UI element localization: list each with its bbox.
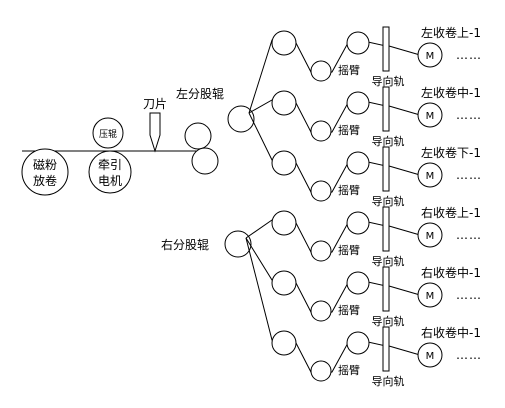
knife-label: 刀片 xyxy=(143,97,167,111)
winder-label-left-middle: 左收卷中-1 xyxy=(421,85,481,100)
right-split-roller-label: 右分股辊 xyxy=(161,237,209,252)
motor-symbol-right-middle: M xyxy=(426,291,435,302)
right-split-entry-roller xyxy=(191,147,219,175)
motor-reel-right-middle xyxy=(417,282,443,308)
guide-rail-left-lower xyxy=(382,146,390,192)
motor-symbol-left-lower: M xyxy=(426,171,435,182)
dancer-roller-right-upper xyxy=(310,240,332,262)
idle-roller-2-right-upper xyxy=(346,211,370,235)
magnetic-unwind-label-2: 放卷 xyxy=(33,173,57,188)
dancer-roller-right-middle xyxy=(310,300,332,322)
swing-arm-label-left-upper: 摇臂 xyxy=(338,63,360,77)
swing-arm-label-left-lower: 摇臂 xyxy=(338,183,360,197)
motor-reel-right-lower xyxy=(417,342,443,368)
guide-rail-label-left-upper: 导向轨 xyxy=(372,74,405,88)
dancer-roller-left-middle xyxy=(310,120,332,142)
idle-roller-2-left-upper xyxy=(346,31,370,55)
motor-symbol-left-middle: M xyxy=(426,111,435,122)
press-roller-label: 压辊 xyxy=(99,128,117,140)
branch-right-lower: 摇臂导向轨M右收卷中-1…… xyxy=(245,237,482,388)
guide-rail-right-upper xyxy=(382,206,390,252)
winder-label-right-middle: 右收卷中-1 xyxy=(421,265,481,280)
press-roller: 压辊 xyxy=(92,117,124,149)
swing-arm-label-right-upper: 摇臂 xyxy=(338,243,360,257)
swing-arm-label-left-middle: 摇臂 xyxy=(338,123,360,137)
left-split-roller-label: 左分股辊 xyxy=(176,86,224,101)
idle-roller-1-left-lower xyxy=(271,150,297,176)
motor-symbol-left-upper: M xyxy=(426,51,435,62)
guide-rail-right-lower xyxy=(382,326,390,372)
continuation-dots-right-lower: …… xyxy=(456,348,482,362)
idle-roller-1-right-upper xyxy=(271,210,297,236)
guide-rail-label-left-lower: 导向轨 xyxy=(372,194,405,208)
traction-motor-roll: 牵引 电机 xyxy=(88,150,132,194)
traction-motor-label-1: 牵引 xyxy=(98,158,122,172)
winder-label-right-upper: 右收卷上-1 xyxy=(421,205,481,220)
idle-roller-1-right-middle xyxy=(271,270,297,296)
feed-line-left-upper xyxy=(388,45,421,56)
idle-roller-1-left-middle xyxy=(271,90,297,116)
guide-rail-left-middle xyxy=(382,86,390,132)
idle-roller-1-left-upper xyxy=(271,30,297,56)
dancer-roller-left-lower xyxy=(310,180,332,202)
knife-blade: 刀片 xyxy=(143,97,167,153)
guide-rail-label-right-upper: 导向轨 xyxy=(372,254,405,268)
branch-left-lower: 摇臂导向轨M左收卷下-1…… xyxy=(248,112,482,208)
magnetic-unwind-roll: 磁粉 放卷 xyxy=(21,148,69,196)
winder-label-right-lower: 右收卷中-1 xyxy=(421,325,481,340)
dancer-roller-right-lower xyxy=(310,360,332,382)
feed-line-left-lower xyxy=(388,165,421,176)
dancer-roller-left-upper xyxy=(310,60,332,82)
motor-reel-left-lower xyxy=(417,162,443,188)
magnetic-unwind-label-1: 磁粉 xyxy=(33,157,57,172)
guide-rail-label-right-middle: 导向轨 xyxy=(372,314,405,328)
feed-line-left-middle xyxy=(388,105,421,116)
winder-label-left-lower: 左收卷下-1 xyxy=(421,145,481,160)
motor-symbol-right-upper: M xyxy=(426,231,435,242)
guide-rail-label-left-middle: 导向轨 xyxy=(372,134,405,148)
motor-reel-left-middle xyxy=(417,102,443,128)
winding-branches: 摇臂导向轨M左收卷上-1……摇臂导向轨M左收卷中-1……摇臂导向轨M左收卷下-1… xyxy=(245,25,482,388)
idle-roller-2-left-middle xyxy=(346,91,370,115)
continuation-dots-right-upper: …… xyxy=(456,228,482,242)
left-split-roller xyxy=(227,105,255,133)
idle-roller-2-right-middle xyxy=(346,271,370,295)
guide-rail-right-middle xyxy=(382,266,390,312)
branch-right-middle: 摇臂导向轨M右收卷中-1…… xyxy=(245,237,482,328)
idle-roller-1-right-lower xyxy=(271,330,297,356)
swing-arm-label-right-middle: 摇臂 xyxy=(338,303,360,317)
motor-reel-right-upper xyxy=(417,222,443,248)
swing-arm-label-right-lower: 摇臂 xyxy=(338,363,360,377)
continuation-dots-right-middle: …… xyxy=(456,288,482,302)
continuation-dots-left-lower: …… xyxy=(456,168,482,182)
feed-line-right-lower xyxy=(388,345,421,356)
continuation-dots-left-upper: …… xyxy=(456,48,482,62)
idle-roller-2-left-lower xyxy=(346,151,370,175)
guide-rail-label-right-lower: 导向轨 xyxy=(372,374,405,388)
winder-label-left-upper: 左收卷上-1 xyxy=(421,25,481,40)
left-split-entry-roller xyxy=(184,122,212,150)
feed-line-right-upper xyxy=(388,225,421,236)
traction-motor-label-2: 电机 xyxy=(98,174,122,188)
guide-rail-left-upper xyxy=(382,26,390,72)
right-split-roller xyxy=(224,230,252,258)
feed-line-right-middle xyxy=(388,285,421,296)
continuation-dots-left-middle: …… xyxy=(456,108,482,122)
idle-roller-2-right-lower xyxy=(346,331,370,355)
motor-symbol-right-lower: M xyxy=(426,351,435,362)
motor-reel-left-upper xyxy=(417,42,443,68)
